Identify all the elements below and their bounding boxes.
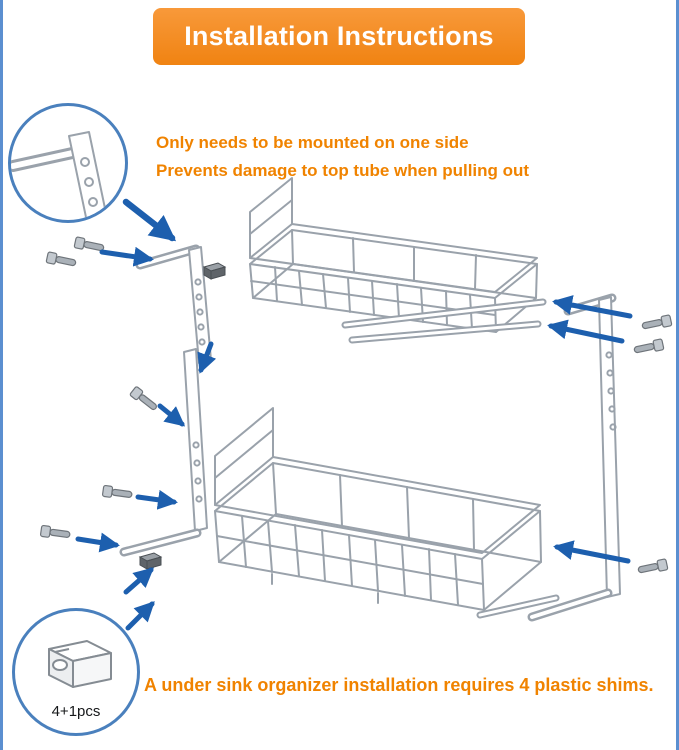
top-note-line1: Only needs to be mounted on one side bbox=[156, 133, 469, 152]
mounting-screws bbox=[39, 236, 673, 577]
shim-clip-bottom bbox=[138, 552, 163, 570]
top-basket bbox=[249, 177, 547, 344]
bottom-note: A under sink organizer installation requ… bbox=[144, 675, 654, 695]
plastic-shim-icon bbox=[48, 640, 112, 688]
assembly-arrows bbox=[75, 198, 633, 631]
banner-title: Installation Instructions bbox=[184, 21, 494, 51]
bracket-corner-icon bbox=[11, 131, 108, 220]
top-note-line2: Prevents damage to top tube when pulling… bbox=[156, 161, 530, 180]
right-rail bbox=[527, 293, 621, 622]
top-note: Only needs to be mounted on one side Pre… bbox=[156, 129, 529, 185]
shim-detail-callout: 4+1pcs bbox=[12, 608, 140, 736]
bracket-detail-callout bbox=[8, 103, 128, 223]
left-lower-rail bbox=[119, 348, 208, 570]
shim-clip-top bbox=[202, 262, 227, 280]
banner: Installation Instructions bbox=[153, 8, 525, 65]
shim-count-label: 4+1pcs bbox=[51, 703, 101, 720]
right-border-line bbox=[676, 0, 679, 750]
bottom-basket bbox=[214, 407, 560, 619]
left-border-line bbox=[0, 0, 3, 750]
